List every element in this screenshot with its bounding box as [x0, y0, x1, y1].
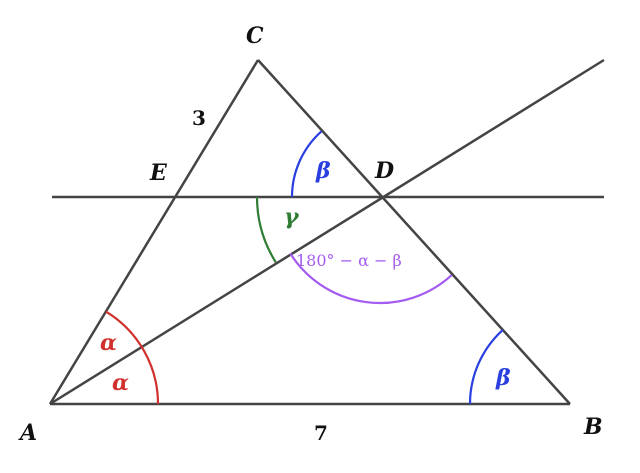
alpha-arc [105, 310, 160, 405]
label-a: A [18, 420, 37, 446]
third-angle-arc [289, 252, 453, 305]
beta-label-b: β [495, 365, 511, 391]
length-ab: 7 [314, 421, 328, 445]
label-b: B [583, 414, 603, 440]
length-ce: 3 [192, 106, 206, 130]
line-ad-extended [49, 58, 605, 406]
beta-arc-d [290, 130, 323, 198]
gamma-label: γ [284, 204, 300, 230]
side-cb [257, 59, 571, 405]
third-angle-label: 180° − α − β [296, 251, 402, 270]
label-d: D [374, 158, 394, 184]
beta-label-d: β [315, 158, 331, 184]
side-ac [48, 59, 260, 405]
gamma-arc [255, 196, 277, 263]
alpha-label-upper: α [100, 330, 117, 356]
alpha-label-lower: α [112, 370, 129, 396]
beta-arc-b [468, 329, 504, 405]
label-c: C [246, 23, 264, 49]
label-e: E [149, 160, 168, 186]
